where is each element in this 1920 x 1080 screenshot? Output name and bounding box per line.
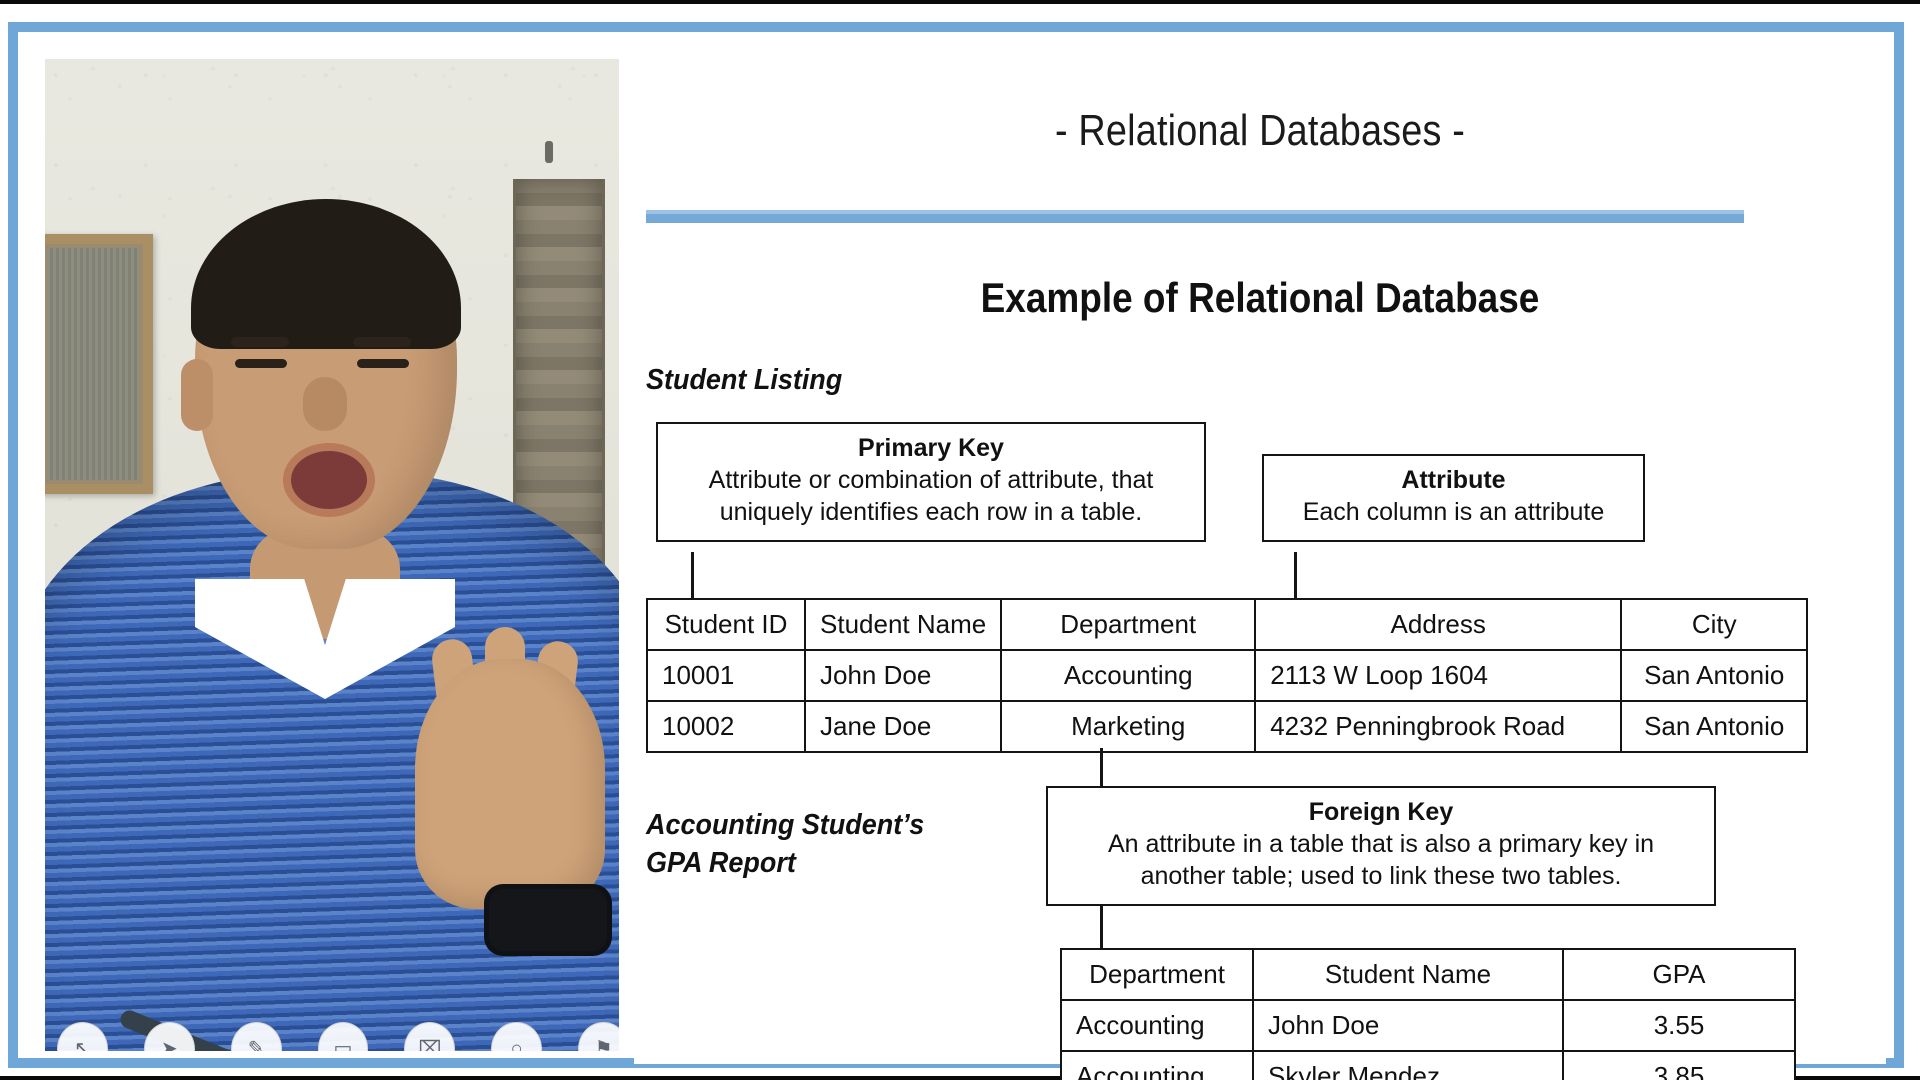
cell-student-name: Jane Doe [803, 700, 1003, 753]
connector-foreign-key-top [1100, 748, 1103, 790]
callout-attribute-title: Attribute [1401, 466, 1506, 494]
cell-student-id: 10001 [646, 649, 806, 702]
slide-content: - Relational Databases - Example of Rela… [634, 46, 1886, 1080]
table-row: 10001 John Doe Accounting 2113 W Loop 16… [646, 649, 1809, 702]
cell-department: Accounting [1060, 999, 1254, 1052]
presenter-eyebrow-right [353, 337, 411, 347]
callout-attribute-line1: Each column is an attribute [1302, 498, 1605, 526]
table-header-row: Student ID Student Name Department Addre… [646, 598, 1809, 651]
connector-primary-key [691, 552, 694, 600]
gpa-report-label-line2: GPA Report [646, 847, 796, 880]
eraser-icon[interactable]: ⌧ [404, 1022, 456, 1051]
highlighter-icon[interactable]: ▭ [317, 1022, 369, 1051]
presenter-ear [181, 359, 213, 431]
presenter-eyebrow-left [231, 337, 289, 347]
cell-gpa: 3.55 [1562, 999, 1796, 1052]
column-header: Student Name [1252, 948, 1564, 1001]
callout-primary-key-line2: uniquely identifies each row in a table. [719, 498, 1143, 526]
gpa-report-table: Department Student Name GPA Accounting J… [1060, 948, 1796, 1080]
connector-attribute [1294, 552, 1297, 600]
presenter-wristwatch [489, 889, 607, 951]
cell-department: Accounting [1000, 649, 1257, 702]
column-header: Department [1000, 598, 1257, 651]
cell-city: San Antonio [1620, 700, 1809, 753]
presenter-eye-left [235, 359, 287, 368]
cursor-icon[interactable]: ↖ [57, 1022, 108, 1051]
pointer-icon[interactable]: ➤ [143, 1022, 195, 1051]
gpa-report-label-line1: Accounting Student’s [646, 809, 925, 841]
table-row: 10002 Jane Doe Marketing 4232 Penningbro… [646, 700, 1809, 753]
column-header: GPA [1562, 948, 1796, 1001]
callout-primary-key: Primary Key Attribute or combination of … [656, 422, 1206, 542]
wall-picture-frame [45, 234, 153, 494]
cell-address: 4232 Penningbrook Road [1254, 700, 1623, 753]
presenter-hand [415, 659, 605, 909]
callout-foreign-key-line1: An attribute in a table that is also a p… [1107, 830, 1655, 858]
presenter-mouth [291, 451, 367, 509]
stamp-icon[interactable]: ⚑ [578, 1022, 619, 1051]
slide-heading: Example of Relational Database [980, 274, 1540, 321]
column-header: Address [1254, 598, 1623, 651]
table-row: Accounting John Doe 3.55 [1060, 999, 1796, 1052]
callout-foreign-key-title: Foreign Key [1308, 798, 1454, 826]
table-row: Accounting Skyler Mendez 3.85 [1060, 1050, 1796, 1080]
pen-icon[interactable]: ✎ [230, 1022, 282, 1051]
cell-gpa: 3.85 [1562, 1050, 1796, 1080]
slide-frame: ↖ ➤ ✎ ▭ ⌧ ○ ⚑ - Relational Databases - E… [8, 22, 1904, 1080]
cell-department: Marketing [1000, 700, 1257, 753]
callout-foreign-key-line2: another table; used to link these two ta… [1140, 862, 1622, 890]
column-header: Student ID [646, 598, 806, 651]
gpa-report-label: Accounting Student’s GPA Report [646, 806, 924, 883]
column-header: City [1620, 598, 1809, 651]
callout-primary-key-line1: Attribute or combination of attribute, t… [708, 466, 1154, 494]
cell-student-name: John Doe [1252, 999, 1564, 1052]
cell-student-name: Skyler Mendez [1252, 1050, 1564, 1080]
cell-department: Accounting [1060, 1050, 1254, 1080]
presenter-nose [303, 377, 347, 431]
callout-attribute: Attribute Each column is an attribute [1262, 454, 1645, 542]
cell-student-name: John Doe [803, 649, 1003, 702]
wall-nail [545, 141, 553, 163]
presenter-eye-right [357, 359, 409, 368]
student-listing-label: Student Listing [646, 364, 843, 396]
slide-title: - Relational Databases - [1054, 106, 1466, 155]
cell-city: San Antonio [1620, 649, 1809, 702]
table-header-row: Department Student Name GPA [1060, 948, 1796, 1001]
cell-address: 2113 W Loop 1604 [1254, 649, 1623, 702]
callout-foreign-key: Foreign Key An attribute in a table that… [1046, 786, 1716, 906]
column-header: Student Name [803, 598, 1003, 651]
student-listing-table: Student ID Student Name Department Addre… [646, 598, 1809, 753]
annotation-toolbar[interactable]: ↖ ➤ ✎ ▭ ⌧ ○ ⚑ [45, 1021, 619, 1051]
shapes-icon[interactable]: ○ [491, 1022, 543, 1051]
title-divider-rule [646, 210, 1744, 223]
cell-student-id: 10002 [646, 700, 806, 753]
column-header: Department [1060, 948, 1254, 1001]
presenter-video-image [45, 59, 619, 1051]
callout-primary-key-title: Primary Key [858, 434, 1004, 462]
connector-foreign-key-bottom [1100, 904, 1103, 950]
presenter-video-panel[interactable]: ↖ ➤ ✎ ▭ ⌧ ○ ⚑ [40, 54, 624, 1056]
